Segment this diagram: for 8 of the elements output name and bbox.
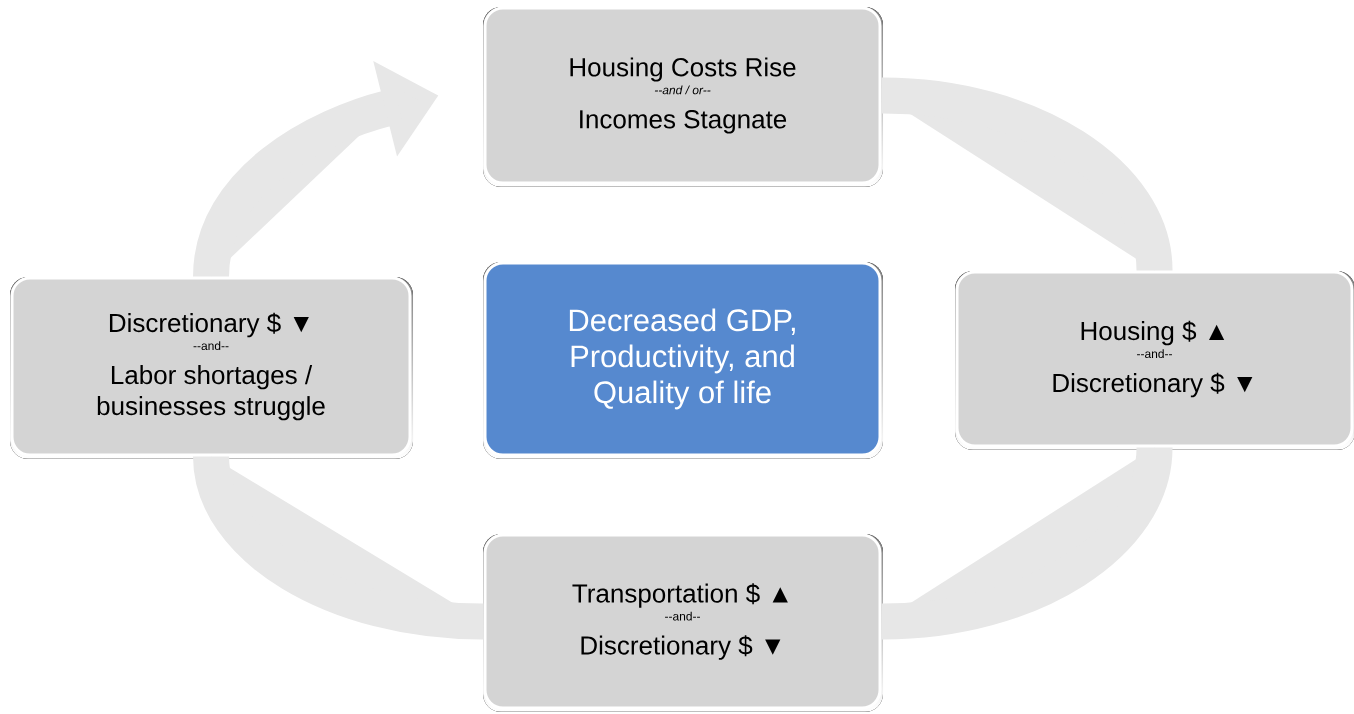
center-box: Decreased GDP, Productivity, and Quality of life xyxy=(483,261,883,459)
process-box: Housing Costs Rise --and / or-- Incomes Stagnate xyxy=(483,6,883,187)
process-box: Housing $ ▲ --and-- Discretionary $ ▼ xyxy=(955,270,1354,450)
cycle-arrow xyxy=(193,454,485,640)
process-box: Transportation $ ▲ --and-- Discretionary $ ▼ xyxy=(483,533,883,712)
cycle-arrow xyxy=(880,445,1173,640)
process-box: Discretionary $ ▼ --and-- Labor shortages / businesses struggle xyxy=(10,276,413,459)
cycle-arrow xyxy=(880,77,1173,273)
